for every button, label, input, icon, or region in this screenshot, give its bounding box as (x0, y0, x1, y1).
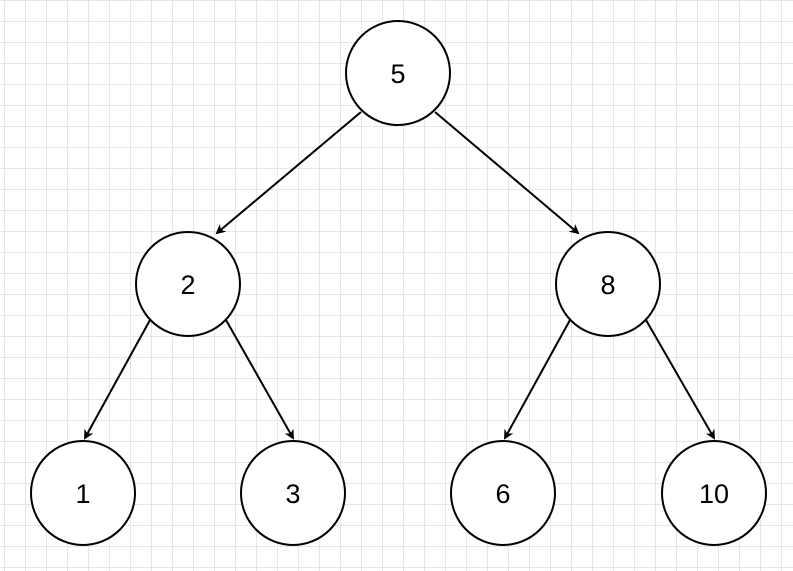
node-circle (240, 440, 346, 546)
edge-8-to-6 (504, 319, 571, 440)
node-circle (555, 231, 661, 337)
tree-node-5: 5 (345, 20, 451, 126)
tree-node-3: 3 (240, 440, 346, 546)
node-circle (661, 440, 767, 546)
node-label: 1 (75, 479, 90, 509)
node-label: 5 (390, 59, 405, 89)
edge-8-to-10 (645, 319, 715, 440)
edges (84, 111, 715, 440)
node-label: 8 (600, 270, 615, 300)
node-circle (135, 231, 241, 337)
tree-node-1: 1 (30, 440, 136, 546)
node-label: 6 (495, 479, 510, 509)
edge-2-to-1 (84, 319, 151, 440)
tree-node-8: 8 (555, 231, 661, 337)
tree-node-6: 6 (450, 440, 556, 546)
node-circle (450, 440, 556, 546)
edge-5-to-8 (434, 111, 580, 235)
node-label: 3 (285, 479, 300, 509)
tree-node-10: 10 (661, 440, 767, 546)
node-label: 2 (180, 270, 195, 300)
edge-5-to-2 (215, 111, 362, 235)
tree-node-2: 2 (135, 231, 241, 337)
node-circle (30, 440, 136, 546)
node-label: 10 (699, 479, 729, 509)
edge-2-to-3 (225, 319, 294, 440)
node-circle (345, 20, 451, 126)
